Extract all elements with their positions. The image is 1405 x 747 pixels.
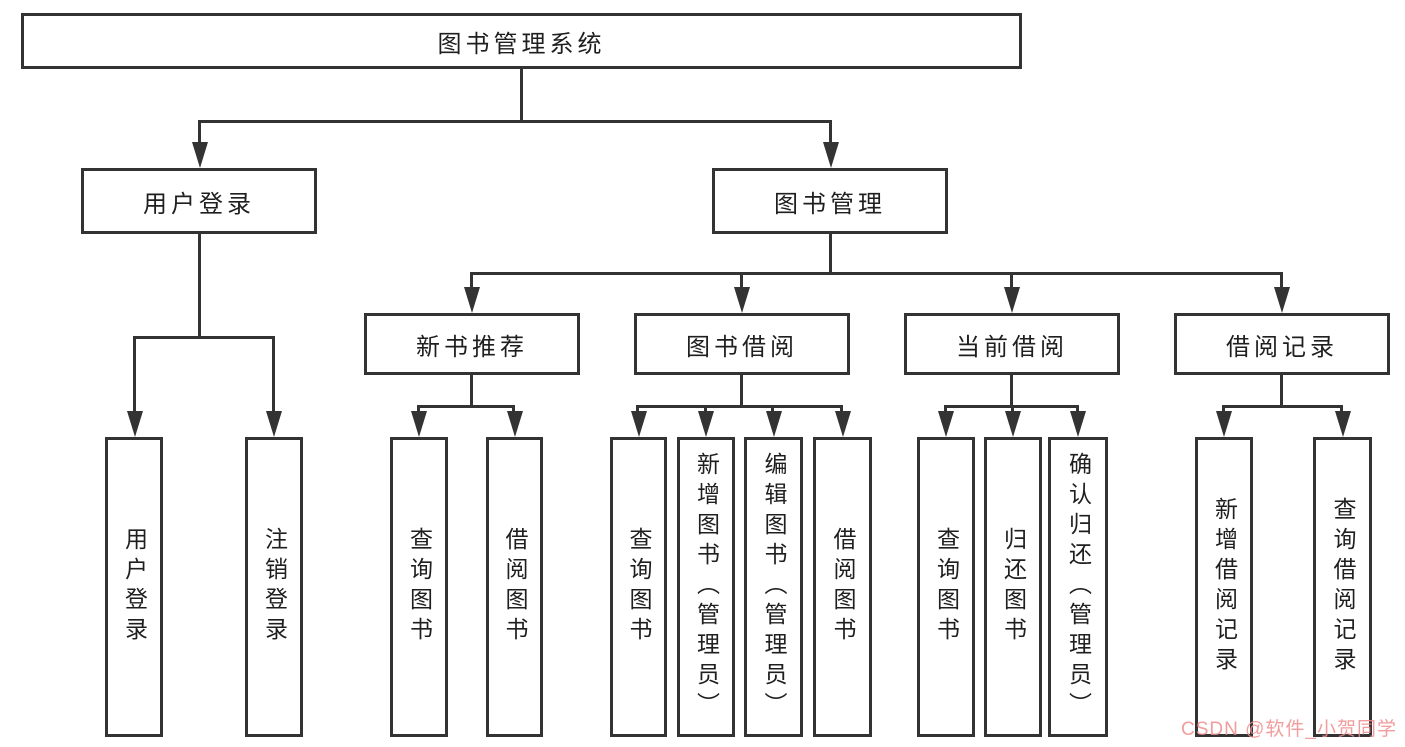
connector-vline <box>1340 405 1343 415</box>
arrowhead-down-icon <box>1005 411 1021 437</box>
leaf-records-add-record-label: 新增借阅记录 <box>1211 497 1238 677</box>
arrowhead-down-icon <box>766 411 782 437</box>
arrowhead-down-icon <box>938 411 954 437</box>
leaf-recommend-borrow-books-label: 借阅图书 <box>502 527 528 647</box>
leaf-current-return-books: 归还图书 <box>984 437 1042 737</box>
node-borrow-records: 借阅记录 <box>1174 313 1390 375</box>
leaf-current-return-books-label: 归还图书 <box>1000 527 1027 647</box>
connector-vline <box>740 272 743 291</box>
arrowhead-down-icon <box>1335 411 1351 437</box>
connector-vline <box>1011 405 1014 415</box>
arrowhead-down-icon <box>835 411 851 437</box>
leaf-borrow-add-books-admin: 新增图书（管理员） <box>677 437 735 737</box>
connector-vline <box>840 405 843 415</box>
arrowhead-down-icon <box>127 411 143 437</box>
arrowhead-down-icon <box>631 411 647 437</box>
leaf-borrow-edit-books-admin: 编辑图书（管理员） <box>744 437 803 737</box>
leaf-current-query-books-label: 查询图书 <box>933 527 960 647</box>
leaf-borrow-query-books-label: 查询图书 <box>626 527 652 647</box>
node-user-login-label: 用户登录 <box>143 190 255 218</box>
node-book-borrow-label: 图书借阅 <box>686 333 798 361</box>
connector-vline <box>512 405 515 415</box>
leaf-borrow-add-books-admin-label: 新增图书（管理员） <box>693 452 720 722</box>
node-book-borrow: 图书借阅 <box>634 313 850 375</box>
connector-vline <box>198 120 201 146</box>
connector-vline <box>704 405 707 415</box>
node-book-management: 图书管理 <box>712 168 948 234</box>
leaf-recommend-borrow-books: 借阅图书 <box>486 437 543 737</box>
watermark: CSDN @软件_小贺同学 <box>1181 719 1397 740</box>
leaf-logout-label: 注销登录 <box>261 527 288 647</box>
connector-vline <box>1280 272 1283 291</box>
arrowhead-down-icon <box>698 411 714 437</box>
connector-hline <box>198 120 832 123</box>
arrowhead-down-icon <box>464 287 480 313</box>
connector-vline <box>771 405 774 415</box>
leaf-user-login: 用户登录 <box>105 437 163 737</box>
leaf-borrow-query-books: 查询图书 <box>610 437 667 737</box>
leaf-logout: 注销登录 <box>245 437 303 737</box>
connector-vline <box>417 405 420 415</box>
connector-hline <box>133 336 275 339</box>
connector-vline <box>1010 375 1013 406</box>
connector-vline <box>1280 375 1283 406</box>
leaf-current-confirm-return-admin: 确认归还（管理员） <box>1048 437 1108 737</box>
node-library-system: 图书管理系统 <box>21 13 1022 69</box>
arrowhead-down-icon <box>192 142 208 168</box>
leaf-recommend-query-books-label: 查询图书 <box>406 527 433 647</box>
leaf-current-query-books: 查询图书 <box>917 437 975 737</box>
arrowhead-down-icon <box>823 142 839 168</box>
connector-vline <box>272 336 275 415</box>
leaf-records-add-record: 新增借阅记录 <box>1195 437 1253 737</box>
node-current-borrow-label: 当前借阅 <box>956 333 1068 361</box>
arrowhead-down-icon <box>1274 287 1290 313</box>
connector-hline <box>1222 405 1343 408</box>
connector-vline <box>944 405 947 415</box>
leaf-records-query-record: 查询借阅记录 <box>1313 437 1372 737</box>
arrowhead-down-icon <box>734 287 750 313</box>
arrowhead-down-icon <box>1070 411 1086 437</box>
connector-vline <box>829 120 832 146</box>
connector-vline <box>520 69 523 121</box>
arrowhead-down-icon <box>266 411 282 437</box>
connector-vline <box>1222 405 1225 415</box>
connector-vline <box>133 336 136 415</box>
connector-vline <box>636 405 639 415</box>
leaf-records-query-record-label: 查询借阅记录 <box>1330 497 1356 677</box>
connector-vline <box>740 375 743 406</box>
arrowhead-down-icon <box>1216 411 1232 437</box>
leaf-borrow-edit-books-admin-label: 编辑图书（管理员） <box>761 452 787 722</box>
connector-vline <box>198 234 201 337</box>
leaf-current-confirm-return-admin-label: 确认归还（管理员） <box>1065 452 1092 722</box>
node-current-borrow: 当前借阅 <box>904 313 1120 375</box>
leaf-borrow-borrow-books: 借阅图书 <box>813 437 872 737</box>
connector-hline <box>417 405 515 408</box>
node-borrow-records-label: 借阅记录 <box>1226 333 1338 361</box>
leaf-recommend-query-books: 查询图书 <box>390 437 448 737</box>
node-new-book-recommend-label: 新书推荐 <box>416 333 528 361</box>
node-book-management-label: 图书管理 <box>774 190 886 218</box>
leaf-user-login-label: 用户登录 <box>121 527 148 647</box>
node-new-book-recommend: 新书推荐 <box>364 313 580 375</box>
arrowhead-down-icon <box>411 411 427 437</box>
connector-vline <box>829 234 832 273</box>
connector-vline <box>470 272 473 291</box>
connector-hline <box>470 272 1283 275</box>
connector-vline <box>1076 405 1079 415</box>
node-library-system-label: 图书管理系统 <box>437 30 606 58</box>
connector-vline <box>470 375 473 406</box>
arrowhead-down-icon <box>1004 287 1020 313</box>
arrowhead-down-icon <box>507 411 523 437</box>
connector-hline <box>636 405 843 408</box>
leaf-borrow-borrow-books-label: 借阅图书 <box>830 527 856 647</box>
connector-vline <box>1010 272 1013 291</box>
node-user-login: 用户登录 <box>81 168 317 234</box>
connector-hline <box>944 405 1079 408</box>
